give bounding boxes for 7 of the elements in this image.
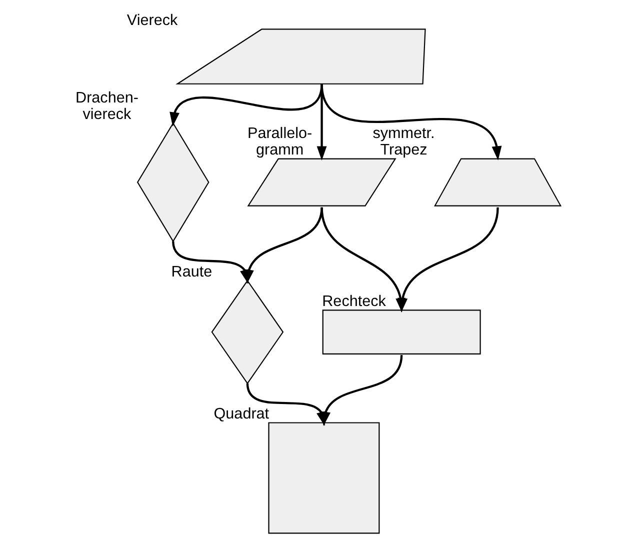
node-label: Rechteck	[322, 293, 386, 310]
node-label: Raute	[170, 264, 212, 280]
node-label: Viereck	[126, 12, 178, 30]
node-label: Parallelo- gramm	[247, 125, 312, 159]
node-label: symmetr. Trapez	[372, 125, 434, 159]
node-label: Quadrat	[213, 406, 269, 423]
node-label: Drachen- viereck	[75, 90, 138, 124]
